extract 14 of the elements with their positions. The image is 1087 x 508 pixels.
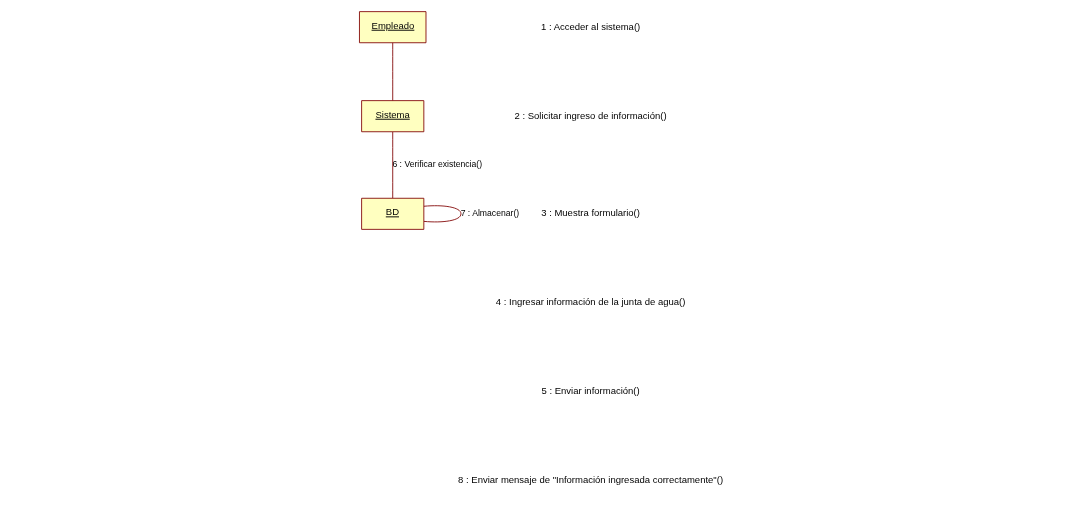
connector	[392, 131, 394, 199]
label: 2 : Solicitar ingreso de información()	[514, 109, 667, 121]
connector	[423, 205, 462, 223]
node-box: BD	[361, 197, 425, 230]
label: 3 : Muestra formulario()	[541, 207, 640, 219]
label: 1 : Acceder al sistema()	[540, 20, 641, 32]
edge-label: 7 : Almacenar()	[460, 207, 520, 218]
edge-label: 6 : Verificar existencia()	[392, 159, 483, 170]
node-box: Sistema	[361, 100, 425, 133]
node-box: Empleado	[359, 11, 427, 44]
connector	[392, 42, 394, 101]
label: 5 : Enviar información()	[541, 385, 640, 397]
label: 8 : Enviar mensaje de "Información ingresada correctamente"()	[458, 474, 724, 486]
label: 4 : Ingresar información de la junta de agua()	[495, 296, 686, 308]
